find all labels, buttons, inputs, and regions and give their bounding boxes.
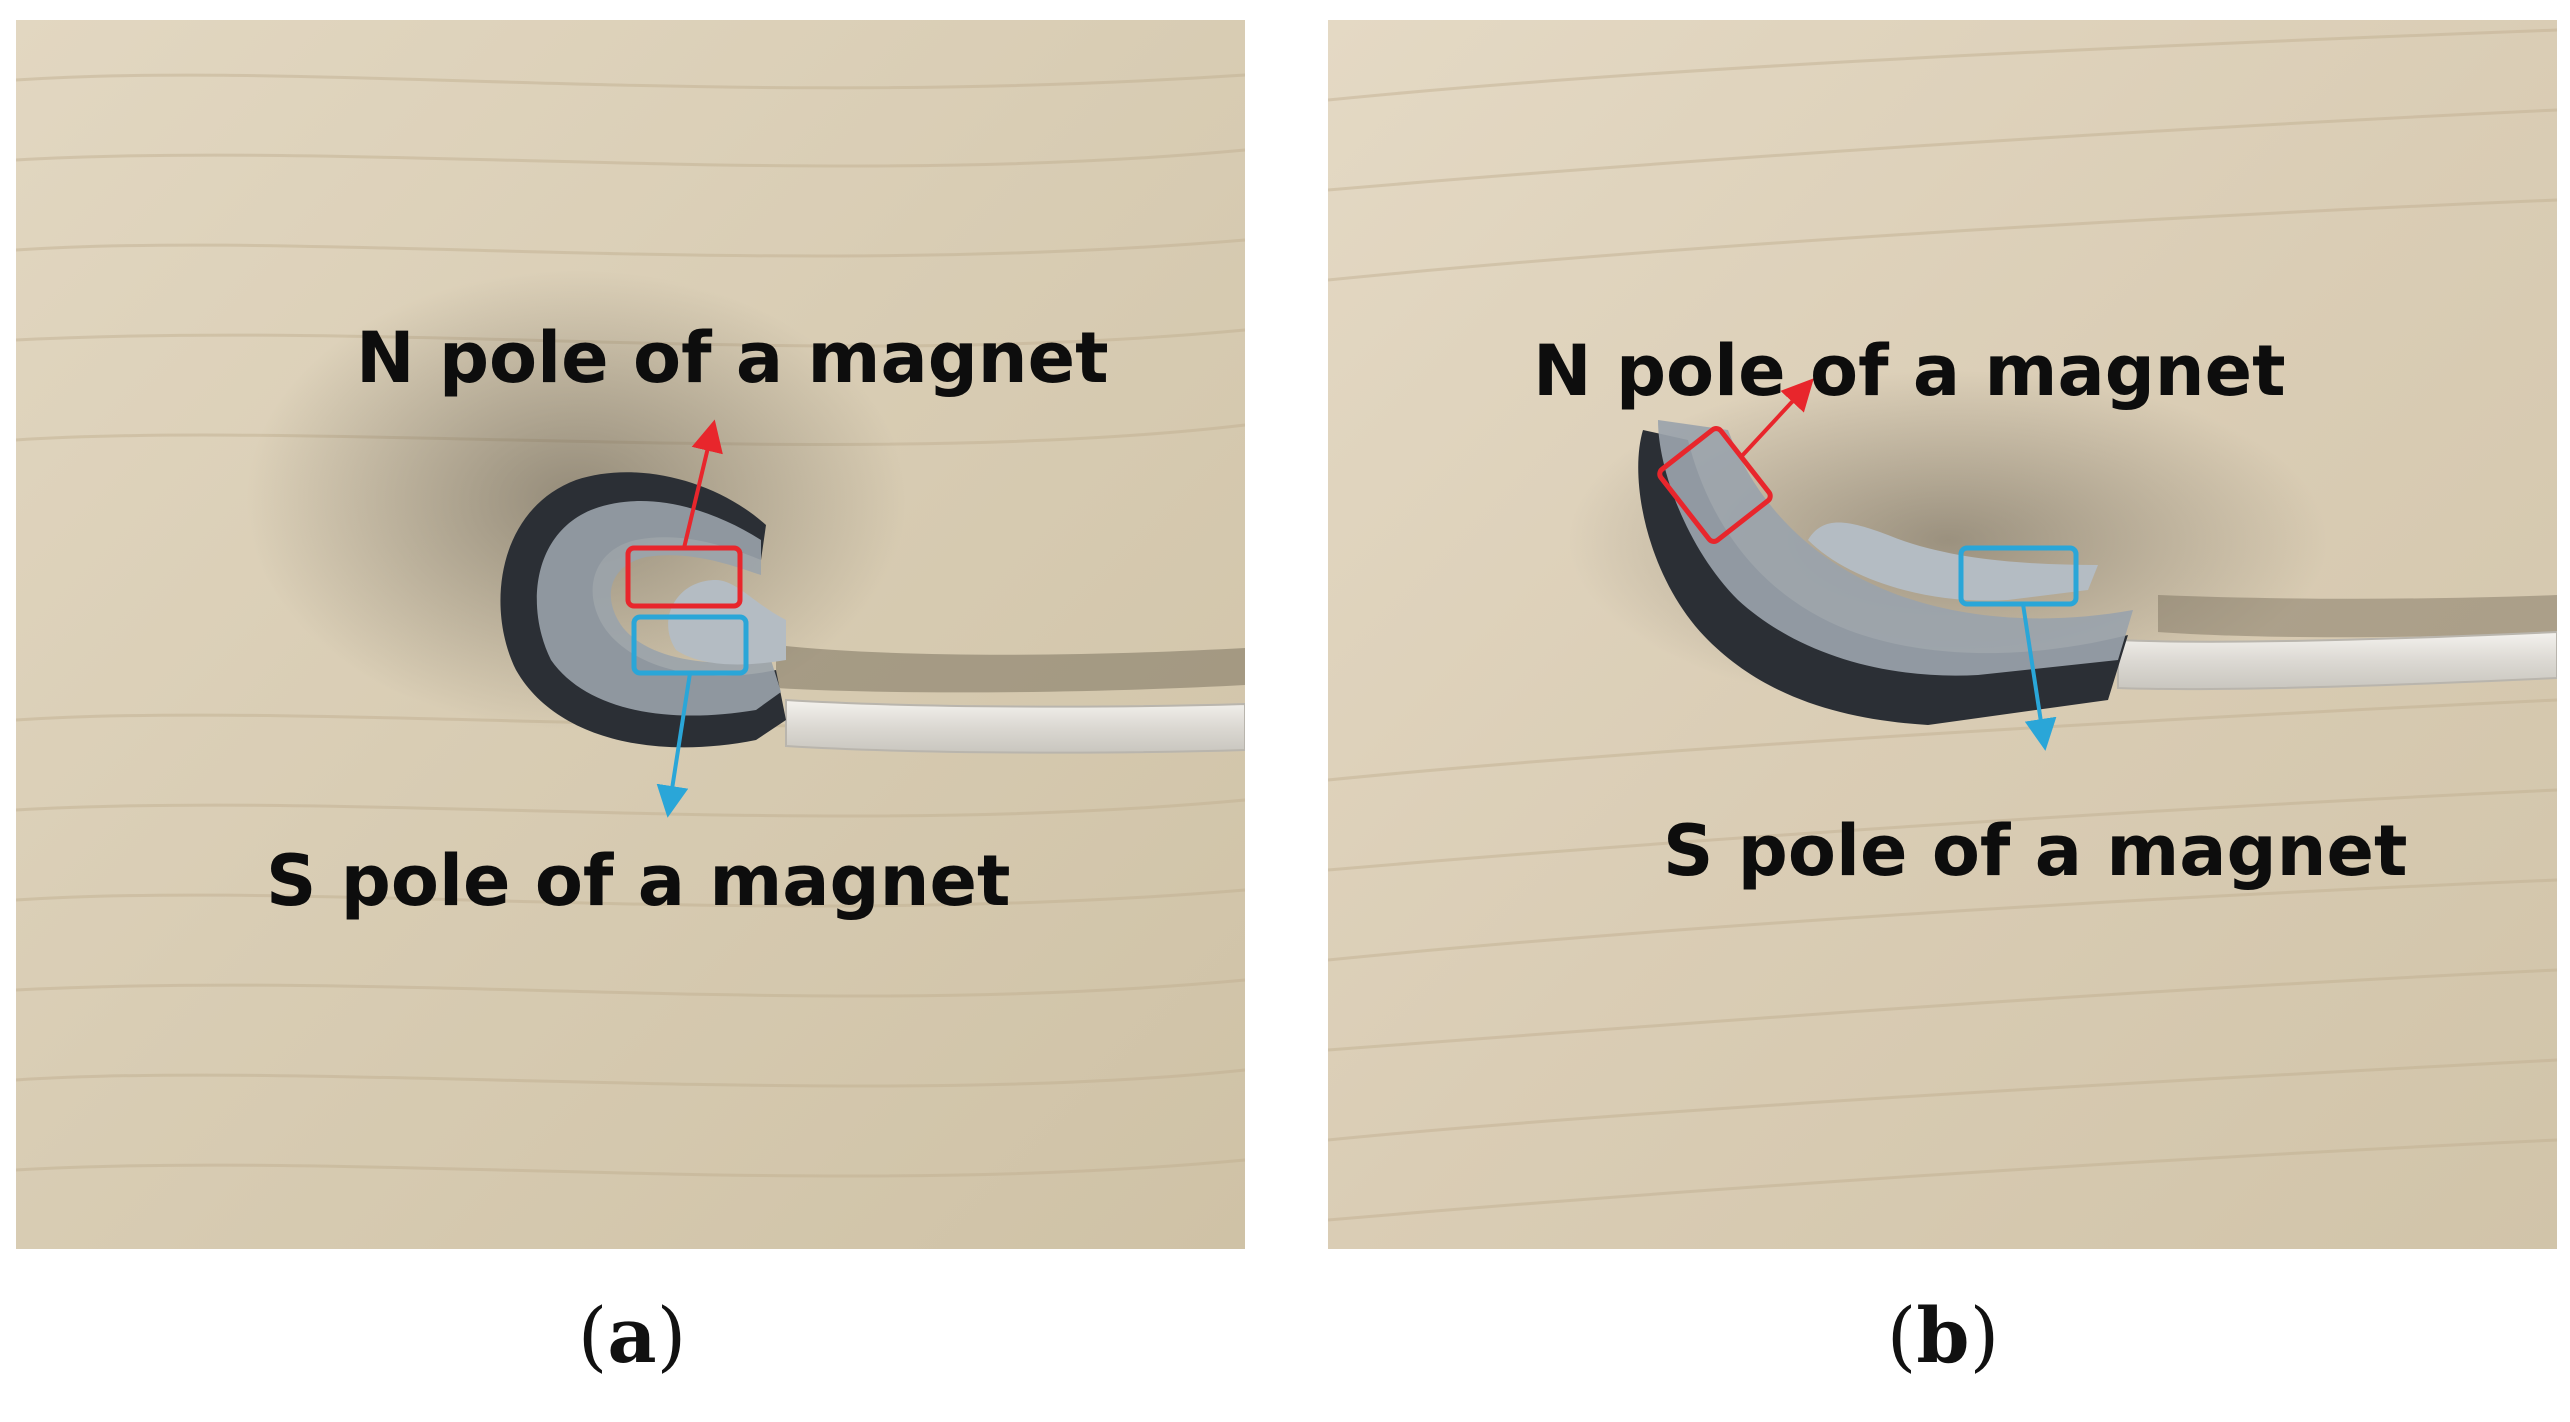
n-pole-label: N pole of a magnet bbox=[1533, 330, 2286, 412]
wood-grain bbox=[1328, 28, 2557, 1222]
s-pole-arrow bbox=[2021, 603, 2057, 751]
photo-panel-a: N pole of a magnet S pole of a magnet bbox=[16, 20, 1245, 1249]
s-pole-marker bbox=[1958, 545, 2079, 607]
wood-grain bbox=[16, 73, 1245, 1178]
photo-a-svg: N pole of a magnet S pole of a magnet bbox=[16, 20, 1245, 1249]
caption-b: (b) bbox=[1886, 1291, 2000, 1380]
caption-a-letter: a bbox=[607, 1291, 657, 1380]
silicone-tube bbox=[2117, 630, 2557, 691]
silicone-tube bbox=[785, 698, 1245, 754]
tube-shadow bbox=[2158, 595, 2557, 638]
s-pole-label: S pole of a magnet bbox=[1663, 810, 2407, 892]
n-pole-marker bbox=[1657, 426, 1773, 544]
caption-a: (a) bbox=[577, 1291, 687, 1380]
s-pole-label: S pole of a magnet bbox=[266, 840, 1010, 922]
n-pole-arrow bbox=[1738, 378, 1814, 460]
n-pole-label: N pole of a magnet bbox=[356, 317, 1109, 399]
bent-actuator bbox=[1638, 420, 2133, 725]
tube-shadow bbox=[776, 645, 1245, 693]
photo-b-svg: N pole of a magnet S pole of a magnet bbox=[1328, 20, 2557, 1249]
s-pole-arrow bbox=[656, 672, 692, 818]
caption-b-letter: b bbox=[1916, 1291, 1970, 1380]
n-pole-arrow bbox=[682, 419, 723, 549]
photo-panel-b: N pole of a magnet S pole of a magnet bbox=[1328, 20, 2557, 1249]
curled-actuator bbox=[500, 472, 786, 748]
